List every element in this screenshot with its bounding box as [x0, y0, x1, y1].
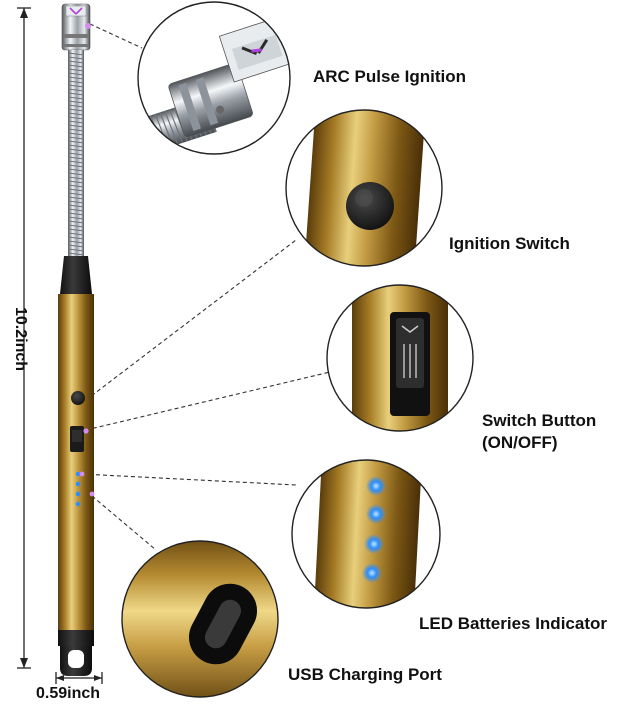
- switch-button-sublabel: (ON/OFF): [482, 433, 558, 452]
- width-dimension-label: 0.59inch: [36, 685, 101, 702]
- height-dimension-label: 10.2inch: [12, 306, 29, 372]
- arc-pulse-ignition-label: ARC Pulse Ignition: [313, 67, 466, 86]
- led-batteries-indicator-label: LED Batteries Indicator: [419, 614, 607, 633]
- ignition-switch-label: Ignition Switch: [449, 234, 570, 253]
- usb-charging-port-label: USB Charging Port: [288, 665, 442, 684]
- lighter: [58, 3, 95, 676]
- led-indicator-closeup: [291, 459, 441, 609]
- leader-lines: [81, 23, 331, 551]
- arc-pulse-closeup: [137, 1, 291, 155]
- usb-port-closeup: [121, 540, 279, 698]
- switch-button-closeup: [326, 284, 474, 432]
- switch-button-label: Switch Button: [482, 411, 597, 430]
- ignition-switch-closeup: [285, 109, 443, 267]
- width-dimension: [55, 672, 103, 684]
- height-dimension: [17, 7, 31, 669]
